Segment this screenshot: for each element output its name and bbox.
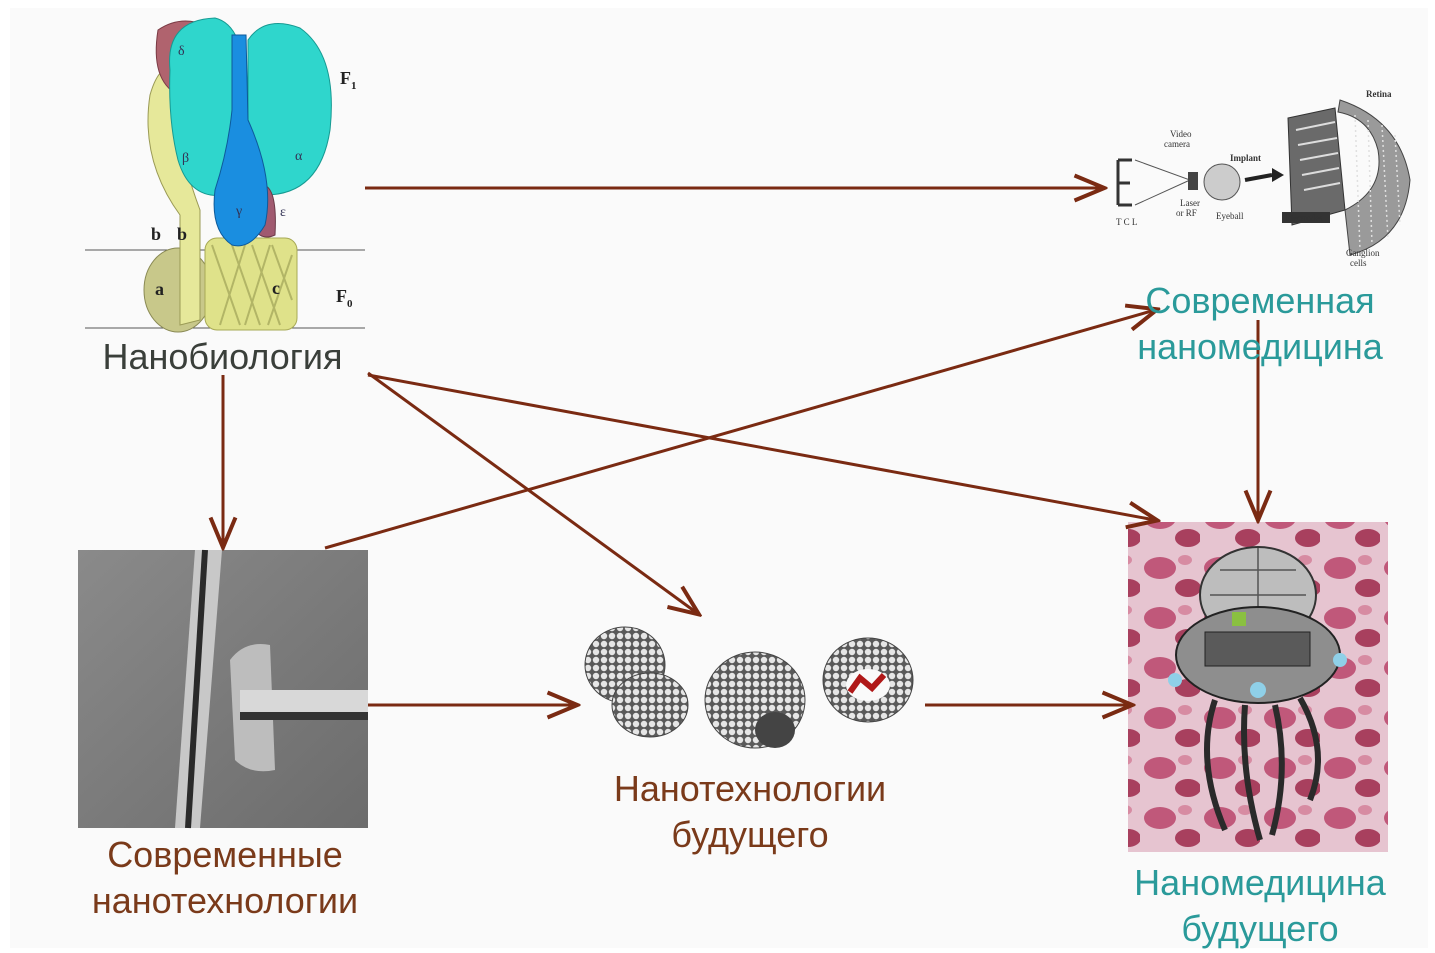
future-nanomedicine-line1: Наномедицина — [1100, 860, 1420, 906]
modern-nanomedicine-line2: наномедицина — [1105, 324, 1415, 370]
modern-nanomedicine-line1: Современная — [1105, 278, 1415, 324]
future-nanomedicine-line2: будущего — [1100, 906, 1420, 952]
future-nanotech-line2: будущего — [580, 812, 920, 858]
modern-nanotech-line2: нанотехнологии — [60, 878, 390, 924]
modern-nanotech-line1: Современные — [60, 832, 390, 878]
nanobiology-label: Нанобиология — [80, 334, 365, 380]
nanobiology-text: Нанобиология — [102, 336, 342, 377]
modern-nanomedicine-label: Современная наномедицина — [1105, 278, 1415, 370]
modern-nanotech-label: Современные нанотехнологии — [60, 832, 390, 924]
future-nanotech-label: Нанотехнологии будущего — [580, 766, 920, 858]
future-nanotech-line1: Нанотехнологии — [580, 766, 920, 812]
future-nanomedicine-label: Наномедицина будущего — [1100, 860, 1420, 952]
